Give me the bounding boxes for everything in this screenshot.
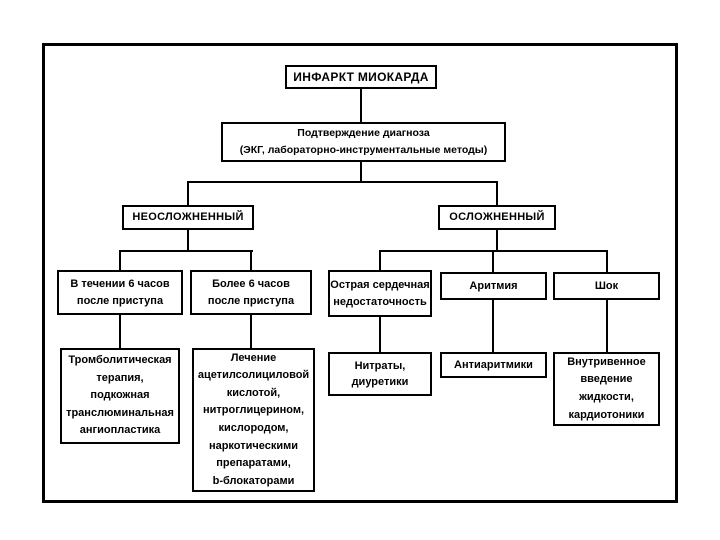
node-acute-heart-failure: Острая сердечная недостаточность [328,270,432,317]
node-diagnosis-confirmation: Подтверждение диагноза (ЭКГ, лабораторно… [221,122,506,162]
node-uncomplicated: НЕОСЛОЖНЕННЫЙ [122,205,254,230]
connector-to-complicated [496,181,498,205]
connector-uncomplicated-branch [119,250,253,252]
connector-confirm-stem [360,162,362,182]
connector-to-over6h [250,250,252,270]
connector-infarct-confirm [360,87,362,122]
connector-arrhythmia-antiarr [492,300,494,352]
node-iv-fluids-cardiotonics: Внутривенное введение жидкости, кардиото… [553,352,660,426]
connector-to-within6h [119,250,121,270]
connector-confirm-branch [187,181,498,183]
node-shock: Шок [553,272,660,300]
node-aspirin-treatment: Лечение ацетилсолициловой кислотой, нитр… [192,348,315,492]
node-antiarrhythmics: Антиаритмики [440,352,547,378]
connector-uncomplicated-stem [187,230,189,251]
node-arrhythmia: Аритмия [440,272,547,300]
node-complicated: ОСЛОЖНЕННЫЙ [438,205,556,230]
node-over-6-hours: Более 6 часов после приступа [190,270,312,315]
node-thrombolytic-therapy: Тромболитическая терапия, подкожная тран… [60,348,180,444]
node-myocardial-infarction: ИНФАРКТ МИОКАРДА [285,65,437,89]
connector-within6h-thrombolysis [119,315,121,348]
connector-to-arrhythmia [492,250,494,272]
connector-to-shock [606,250,608,272]
connector-ahf-nitrates [379,317,381,352]
connector-to-uncomplicated [187,181,189,205]
connector-over6h-aspirin [250,315,252,348]
connector-shock-ivfluids [606,300,608,352]
node-within-6-hours: В течении 6 часов после приступа [57,270,183,315]
connector-to-acute-heart-failure [379,250,381,270]
node-nitrates-diuretics: Нитраты, диуретики [328,352,432,396]
connector-complicated-stem [496,230,498,251]
